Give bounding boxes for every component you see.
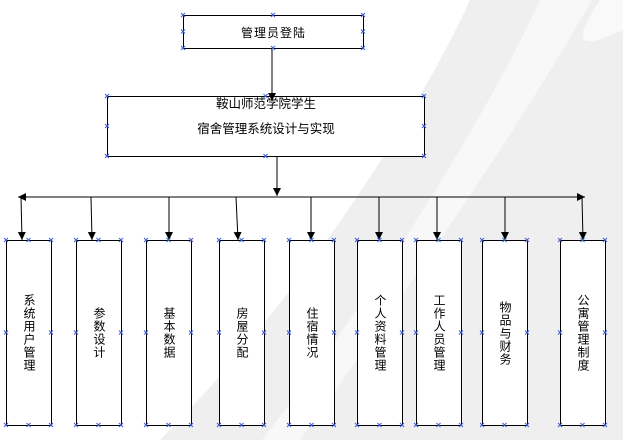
module-apartment-regulations: 公寓管理制度: [560, 240, 606, 426]
system-title-box: 鞍山师范学院学生 宿舍管理系统设计与实现: [107, 96, 425, 157]
system-title-line2: 宿舍管理系统设计与实现: [197, 121, 335, 136]
module-label: 公寓管理制度: [576, 294, 590, 372]
module-personal-info-management: 个人资料管理: [357, 240, 403, 426]
module-label: 基本数据: [162, 307, 176, 359]
arrow-to-module-parameter-design: [87, 196, 96, 241]
admin-login-label: 管理员登陆: [240, 25, 306, 40]
module-label: 住宿情况: [305, 307, 319, 359]
module-label: 物品与财务: [498, 300, 512, 366]
module-label: 系统用户管理: [22, 294, 36, 372]
module-room-allocation: 房屋分配: [219, 240, 265, 426]
system-title-line1: 鞍山师范学院学生: [215, 96, 316, 111]
module-system-user-management: 系统用户管理: [6, 240, 52, 426]
arrow-to-module-room-allocation: [233, 196, 242, 241]
module-staff-management: 工作人员管理: [416, 240, 462, 426]
module-accommodation-status: 住宿情况: [289, 240, 335, 426]
module-label: 房屋分配: [235, 307, 249, 359]
module-basic-data: 基本数据: [146, 240, 192, 426]
module-label: 个人资料管理: [373, 294, 387, 372]
module-parameter-design: 参数设计: [76, 240, 122, 426]
admin-login-box: 管理员登陆: [183, 15, 364, 49]
arrow-to-module-system-user-management: [17, 196, 26, 241]
arrow-to-module-apartment-regulations: [578, 196, 587, 241]
module-label: 工作人员管理: [432, 294, 446, 372]
module-goods-and-finance: 物品与财务: [482, 240, 528, 426]
module-label: 参数设计: [92, 307, 106, 359]
background-swoosh-corner: [582, 0, 623, 42]
